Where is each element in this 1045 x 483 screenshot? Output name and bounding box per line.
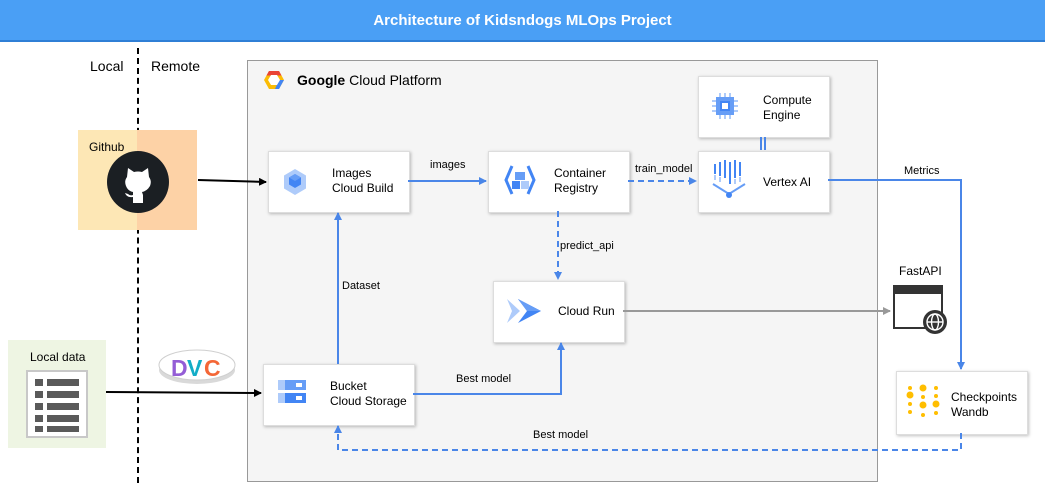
container-registry-line1: Container <box>554 166 607 180</box>
checkpoints-wandb-text: Checkpoints Wandb <box>951 390 1017 420</box>
edge-label-images: images <box>430 159 466 171</box>
edge-label-dataset: Dataset <box>342 280 380 292</box>
svg-text:V: V <box>187 355 203 381</box>
gcp-product: Cloud Platform <box>349 72 442 88</box>
dvc-logo-icon: D V C <box>157 346 237 386</box>
local-remote-divider <box>137 48 139 483</box>
github-label: Github <box>89 140 125 154</box>
gcp-logo-icon <box>263 70 285 90</box>
checkpoints-wandb-node[interactable] <box>896 371 1028 435</box>
edge-label-predict-api: predict_api <box>560 240 614 252</box>
cloud-build-icon <box>281 168 309 196</box>
edge-github-to-build <box>197 177 267 186</box>
edge-best-model-to-cloudrun <box>413 342 565 395</box>
compute-engine-line1: Compute <box>763 93 812 107</box>
bucket-cloud-storage-text: Bucket Cloud Storage <box>330 379 407 409</box>
edge-localdata-to-bucket <box>105 388 262 397</box>
region-local-label: Local <box>90 58 124 74</box>
compute-engine-icon <box>711 92 739 120</box>
fastapi-label: FastAPI <box>899 264 942 278</box>
diagram-title-text: Architecture of Kidsndogs MLOps Project <box>373 11 672 29</box>
container-registry-text: Container Registry <box>554 166 606 196</box>
edge-label-best-model-2: Best model <box>533 429 589 441</box>
images-cloud-build-line2: Cloud Build <box>332 181 394 195</box>
edge-label-train-model: train_model <box>635 163 693 175</box>
container-registry-line2: Registry <box>554 181 599 195</box>
edge-metrics <box>828 179 965 370</box>
diagram-title: Architecture of Kidsndogs MLOps Project <box>0 0 1045 42</box>
cloud-storage-icon <box>277 378 307 406</box>
local-data-label: Local data <box>30 350 86 364</box>
container-registry-icon <box>503 163 537 197</box>
compute-engine-text: Compute Engine <box>763 93 812 123</box>
images-cloud-build-line1: Images <box>332 166 372 180</box>
checkpoints-wandb-line2: Wandb <box>951 405 989 419</box>
svg-text:C: C <box>204 355 221 381</box>
github-icon <box>106 150 170 214</box>
images-cloud-build-text: Images Cloud Build <box>332 166 393 196</box>
fastapi-browser-icon <box>893 285 949 335</box>
cloud-run-label: Cloud Run <box>558 304 615 318</box>
gcp-title: Google Cloud Platform <box>297 72 442 88</box>
local-data-icon <box>26 370 88 438</box>
cloud-run-icon <box>505 297 543 325</box>
compute-engine-line2: Engine <box>763 108 801 122</box>
wandb-icon <box>903 382 943 422</box>
bucket-cloud-storage-line1: Bucket <box>330 379 367 393</box>
edge-label-metrics: Metrics <box>904 165 940 177</box>
bucket-cloud-storage-line2: Cloud Storage <box>330 394 407 408</box>
edge-best-model-back <box>334 425 962 451</box>
vertex-ai-label: Vertex AI <box>763 175 812 189</box>
vertex-ai-icon <box>711 160 747 200</box>
checkpoints-wandb-line1: Checkpoints <box>951 390 1018 404</box>
svg-text:D: D <box>171 355 188 381</box>
gcp-brand: Google <box>297 72 346 88</box>
edge-label-best-model-1: Best model <box>456 373 512 385</box>
region-remote-label: Remote <box>151 58 201 74</box>
